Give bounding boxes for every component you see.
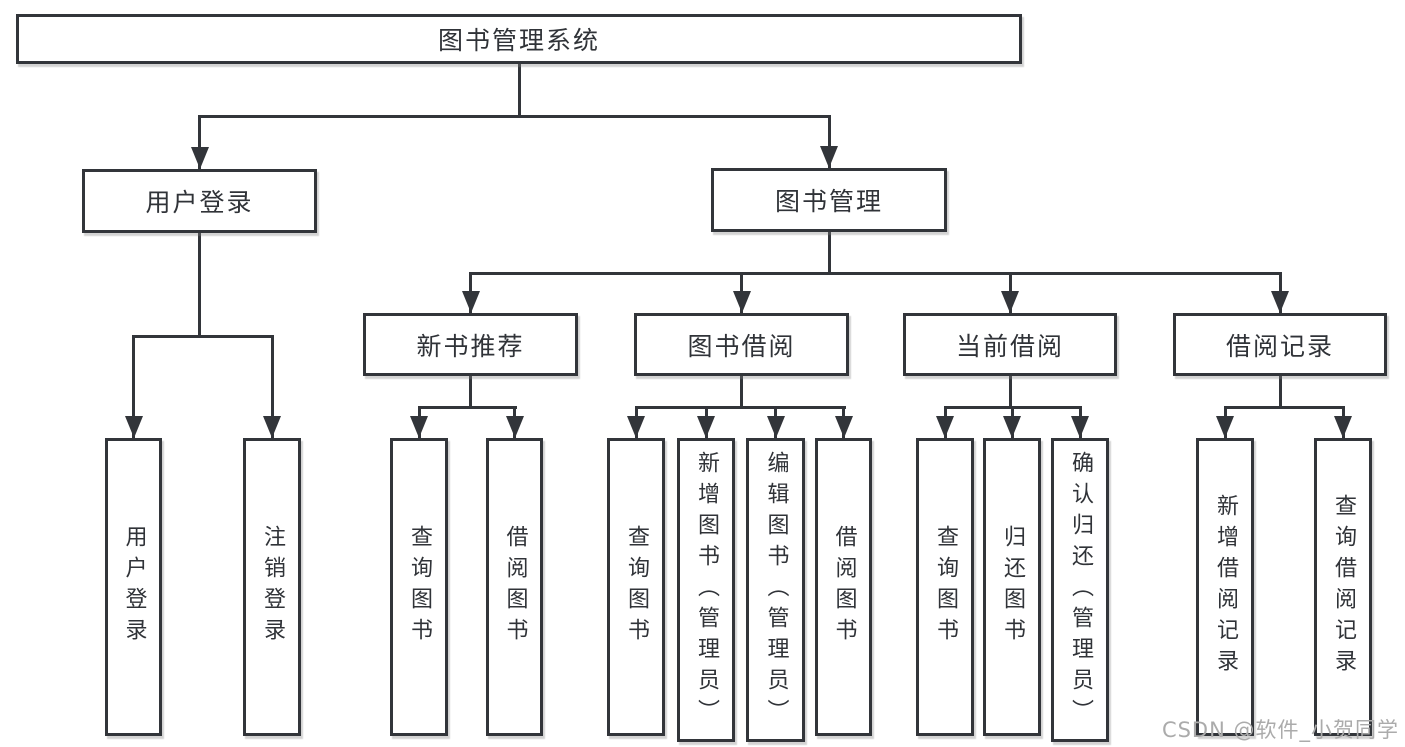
connector-stub <box>518 64 521 116</box>
node-book-borrow: 图书借阅 <box>634 313 849 376</box>
arrow-down-icon <box>1216 416 1234 438</box>
node-ul-user-login: 用户登录 <box>105 438 162 736</box>
node-br-query-record: 查询借阅记录 <box>1314 438 1372 736</box>
connector-bar <box>1224 406 1345 409</box>
node-label: 查询图书 <box>407 525 432 649</box>
arrow-down-icon <box>1071 416 1089 438</box>
connector-bar <box>198 115 831 118</box>
connector-drop <box>198 116 201 169</box>
node-label: 当前借阅 <box>955 331 1064 361</box>
watermark: CSDN @软件_小贺同学 <box>1161 718 1399 742</box>
connector-bar <box>635 406 846 409</box>
node-new-book-recommend: 新书推荐 <box>363 313 578 376</box>
node-label: 编辑图书（管理员） <box>763 450 789 730</box>
node-label: 查询借阅记录 <box>1331 494 1356 680</box>
connector-stub <box>1009 376 1012 407</box>
arrow-down-icon <box>410 416 428 438</box>
arrow-down-icon <box>936 416 954 438</box>
node-label: 图书管理系统 <box>437 26 600 55</box>
arrow-down-icon <box>1001 291 1019 313</box>
node-nbr-query-book: 查询图书 <box>390 438 448 736</box>
arrow-down-icon <box>263 416 281 438</box>
node-label: 用户登录 <box>145 188 254 217</box>
connector-drop <box>271 336 274 438</box>
node-cb-query-book: 查询图书 <box>916 438 974 736</box>
arrow-down-icon <box>733 291 751 313</box>
arrow-down-icon <box>1271 291 1289 313</box>
node-label: 新书推荐 <box>416 331 525 361</box>
connector-drop <box>828 116 831 168</box>
node-label: 新增图书（管理员） <box>694 450 719 730</box>
node-label: 确认归还（管理员） <box>1068 450 1093 730</box>
node-bb-borrow-book: 借阅图书 <box>815 438 872 736</box>
node-user-login: 用户登录 <box>82 169 317 233</box>
arrow-down-icon <box>1003 416 1021 438</box>
node-cb-confirm-return: 确认归还（管理员） <box>1051 438 1109 742</box>
node-current-borrow: 当前借阅 <box>903 313 1117 376</box>
connector-stub <box>740 376 743 407</box>
node-bb-add-book: 新增图书（管理员） <box>677 438 735 742</box>
node-label: 借阅图书 <box>502 525 528 649</box>
arrow-down-icon <box>767 416 785 438</box>
node-label: 借阅记录 <box>1225 331 1334 361</box>
connector-drop <box>132 336 135 438</box>
connector-bar <box>418 406 517 409</box>
arrow-down-icon <box>835 416 853 438</box>
arrow-down-icon <box>627 416 645 438</box>
node-ul-logout: 注销登录 <box>243 438 301 736</box>
node-label: 图书管理 <box>774 187 883 216</box>
connector-stub <box>469 376 472 407</box>
node-label: 查询图书 <box>624 525 649 649</box>
connector-bar <box>469 272 1282 275</box>
node-br-add-record: 新增借阅记录 <box>1196 438 1254 736</box>
arrow-down-icon <box>191 147 209 169</box>
node-cb-return-book: 归还图书 <box>983 438 1041 736</box>
arrow-down-icon <box>697 416 715 438</box>
node-label: 新增借阅记录 <box>1213 494 1238 680</box>
node-nbr-borrow-book: 借阅图书 <box>486 438 543 736</box>
node-label: 归还图书 <box>1000 525 1025 649</box>
arrow-down-icon <box>1334 416 1352 438</box>
connector-stub <box>828 232 831 273</box>
connector-bar <box>132 335 274 338</box>
node-label: 图书借阅 <box>687 331 796 361</box>
node-root: 图书管理系统 <box>16 14 1022 64</box>
node-label: 查询图书 <box>933 525 958 649</box>
node-borrow-record: 借阅记录 <box>1173 313 1387 376</box>
node-label: 借阅图书 <box>831 525 857 649</box>
node-bb-query-book: 查询图书 <box>607 438 665 736</box>
arrow-down-icon <box>125 416 143 438</box>
node-label: 注销登录 <box>260 525 285 649</box>
arrow-down-icon <box>506 416 524 438</box>
connector-stub <box>198 233 201 336</box>
node-bb-edit-book: 编辑图书（管理员） <box>746 438 805 742</box>
connector-stub <box>1279 376 1282 407</box>
node-label: 用户登录 <box>121 525 147 649</box>
node-book-management: 图书管理 <box>711 168 947 232</box>
arrow-down-icon <box>462 291 480 313</box>
arrow-down-icon <box>820 146 838 168</box>
